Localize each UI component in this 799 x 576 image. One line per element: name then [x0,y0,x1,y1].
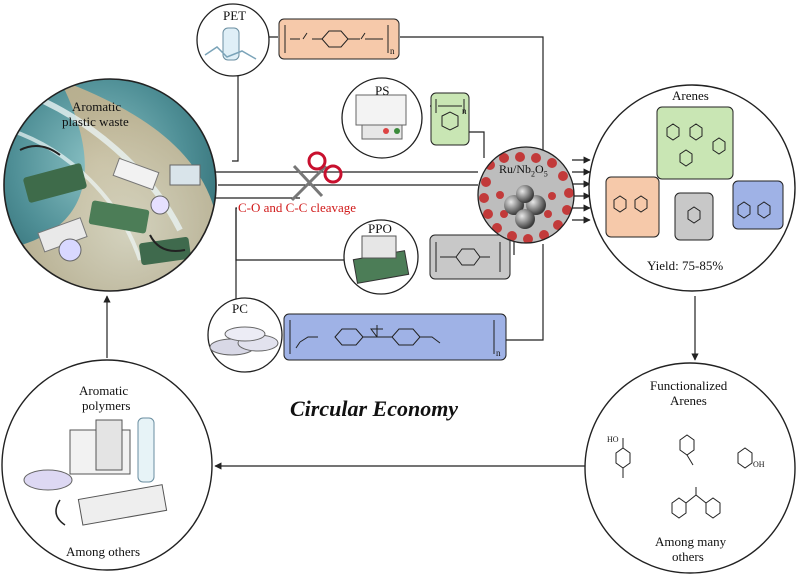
arenes-blue-box [732,180,784,230]
catalyst-output-arrows [572,156,591,224]
arenes-gray-box [674,192,714,241]
scissors-icon [290,151,343,202]
waste-label-line2: plastic waste [62,114,129,129]
arenes-orange-box [605,176,660,238]
circular-economy-title: Circular Economy [290,396,459,421]
cleavage-label: C-O and C-C cleavage [238,200,357,215]
ps-n-subscript: n [462,106,467,116]
catalyst-text: Ru/Nb [499,162,532,176]
pc-structure-box [283,313,507,361]
pet-label: PET [223,8,247,23]
pc-n-subscript: n [496,348,501,358]
polymers-label-line2: polymers [82,398,131,413]
among-others-label: Among others [66,544,141,559]
ppo-group [343,219,511,295]
pc-label: PC [232,301,248,316]
arenes-circle [588,84,796,292]
catalyst-label: Ru/Nb2O5 [499,162,548,179]
polymers-label-line1: Aromatic [79,383,129,398]
arenes-label: Arenes [672,88,709,103]
connector-lines [215,36,544,341]
pet-structure-box [278,18,400,60]
arenes-green-box [656,106,734,180]
among-many-line2: others [672,549,704,564]
pet-group [196,3,400,77]
cycle-arrows [103,295,699,470]
functionalized-label-line2: Arenes [670,393,707,408]
ppo-structure-box [429,234,511,280]
ps-structure-box [430,92,470,146]
ps-label: PS [375,83,390,98]
among-many-line1: Among many [655,534,727,549]
plastic-waste-circle [3,78,217,292]
pc-group [207,297,507,373]
functionalized-label-line1: Functionalized [650,378,728,393]
ps-group [341,77,470,159]
yield-label: Yield: 75-85% [647,258,724,273]
pet-n-subscript: n [390,46,395,56]
waste-label-line1: Aromatic [72,99,122,114]
aromatic-polymers-circle [1,359,213,571]
ppo-label: PPO [368,221,392,236]
catalyst-sphere [477,146,575,244]
functionalized-arenes-circle [584,362,796,574]
ho-label: HO [607,435,619,444]
oh-label: OH [753,460,765,469]
